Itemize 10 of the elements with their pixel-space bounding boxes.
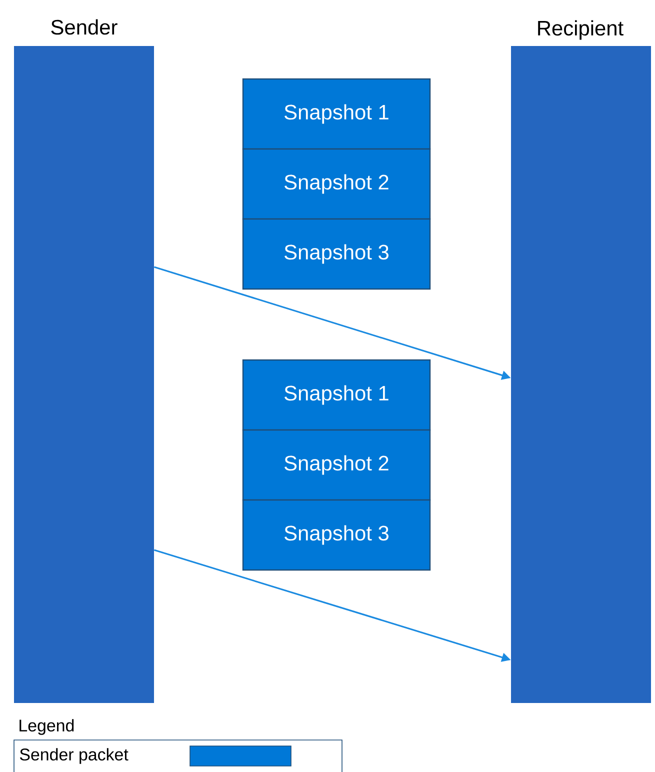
snapshot-box: Snapshot 1	[242, 359, 431, 431]
snapshot-box: Snapshot 1	[242, 78, 431, 150]
column-heading: Recipient	[538, 20, 624, 40]
column-heading: Sender	[51, 19, 118, 35]
snapshot-box: Snapshot 3	[242, 218, 431, 290]
legend-heading: Legend	[20, 719, 74, 735]
legend-text: Sender packet	[20, 748, 128, 764]
snapshot-box: Snapshot 3	[242, 499, 431, 571]
snapshot-box: Snapshot 2	[242, 429, 431, 501]
snapshot-box: Snapshot 2	[242, 148, 431, 220]
